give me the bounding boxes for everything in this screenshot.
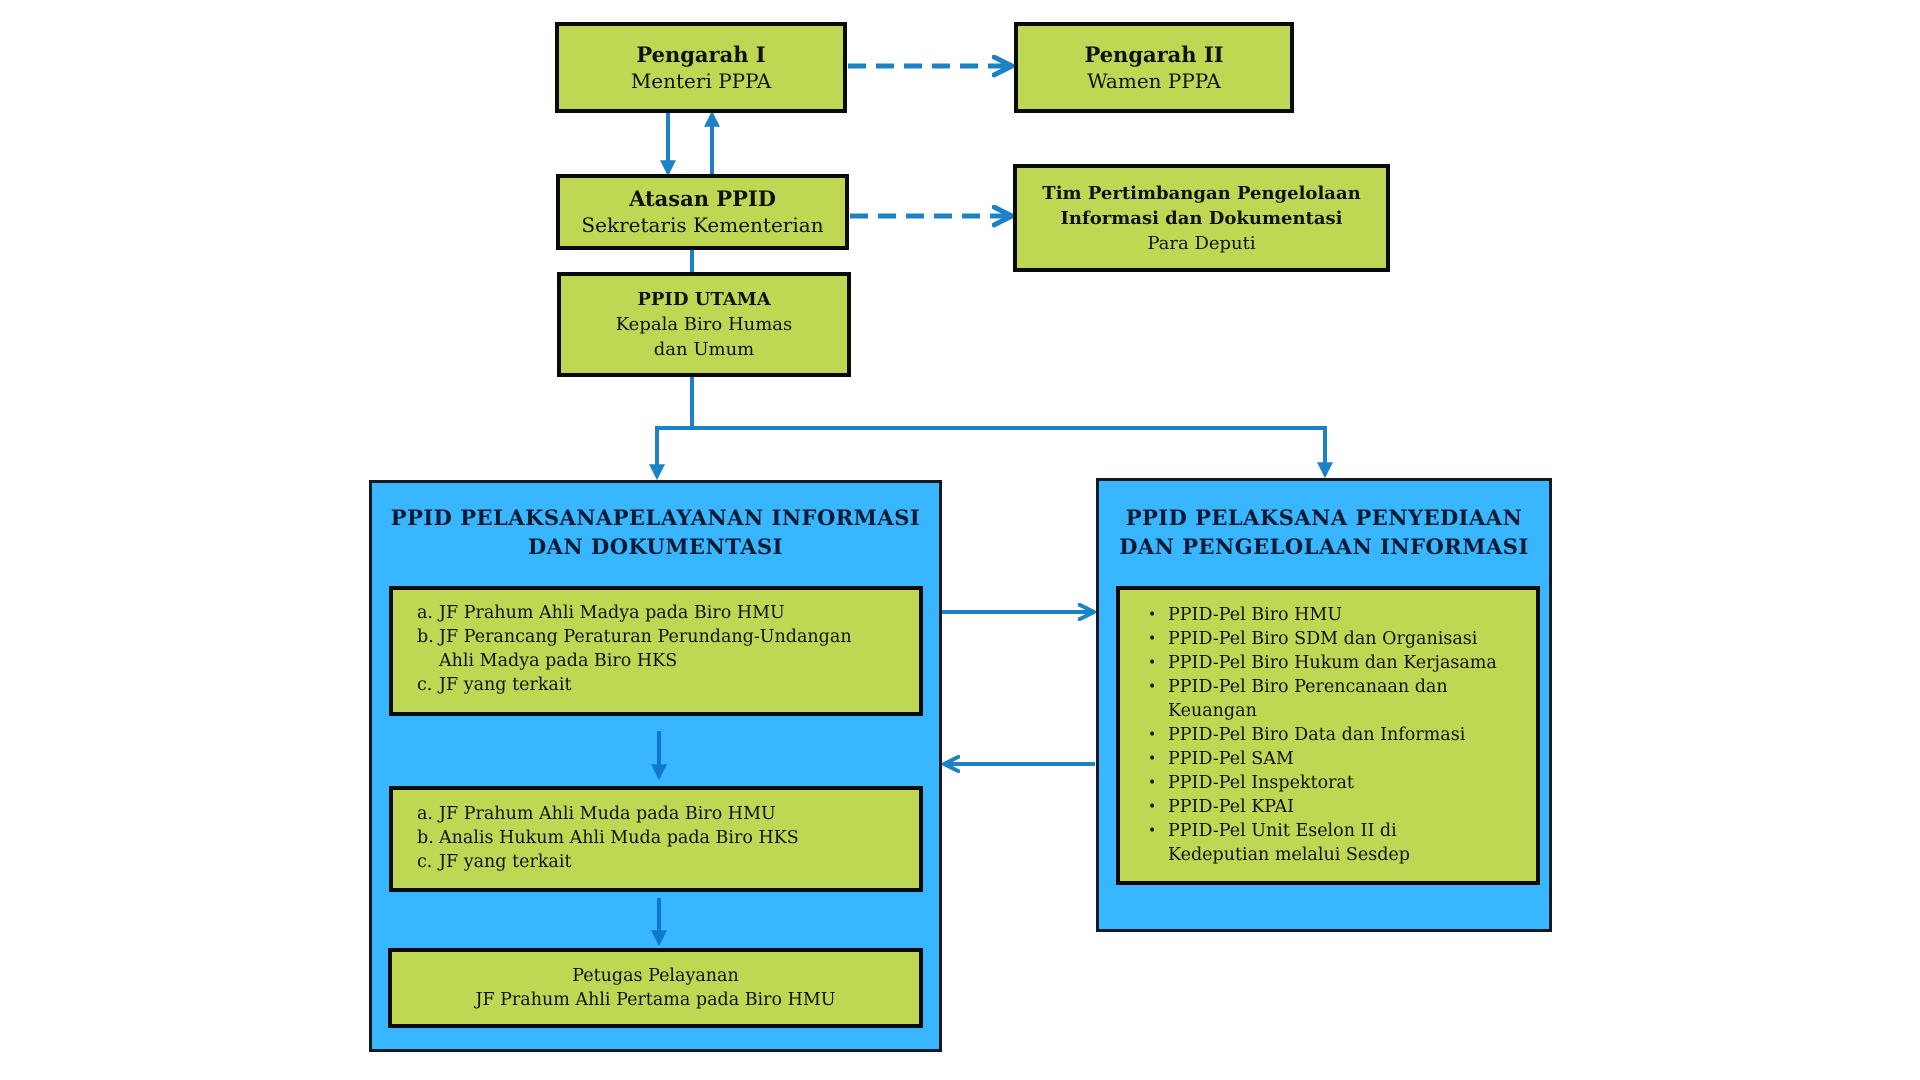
node-title: Pengarah I (636, 41, 766, 67)
node-subtitle: Wamen PPPA (1087, 68, 1221, 93)
list-item-text: PPID-Pel Biro SDM dan Organisasi (1168, 629, 1478, 649)
list-item-text: JF yang terkait (439, 675, 572, 695)
list-marker: a. (417, 603, 433, 623)
list-item: • PPID-Pel Biro Hukum dan Kerjasama (1142, 651, 1536, 675)
bullet-icon: • (1148, 655, 1157, 671)
list-item: b. JF Perancang Peraturan Perundang-Unda… (417, 625, 919, 673)
list-item-text: PPID-Pel Biro Hukum dan Kerjasama (1168, 653, 1497, 673)
list-item: a. JF Prahum Ahli Muda pada Biro HMU (417, 802, 919, 826)
list-item-text: PPID-Pel Inspektorat (1168, 773, 1354, 793)
bullet-icon: • (1148, 823, 1157, 839)
group-title-line2: DAN PENGELOLAAN INFORMASI (1119, 534, 1529, 559)
list-marker: c. (417, 852, 433, 872)
list-item-text-cont: Kedeputian melalui Sesdep (1168, 845, 1410, 865)
node-subtitle-line1: Kepala Biro Humas (615, 314, 793, 335)
node-atasan-ppid: Atasan PPID Sekretaris Kementerian (556, 174, 849, 250)
group-pelaksana-pelayanan: PPID PELAKSANAPELAYANAN INFORMASI DAN DO… (369, 480, 942, 1052)
list-item-text: PPID-Pel Biro Perencanaan dan (1168, 677, 1448, 697)
bullet-icon: • (1148, 775, 1157, 791)
list-item: • PPID-Pel KPAI (1142, 795, 1536, 819)
list-marker: b. (417, 828, 434, 848)
node-ppid-utama: PPID UTAMA Kepala Biro Humas dan Umum (557, 272, 851, 377)
list-item: • PPID-Pel SAM (1142, 747, 1536, 771)
node-tim-pertimbangan: Tim Pertimbangan Pengelolaan Informasi d… (1013, 164, 1390, 272)
group-title: PPID PELAKSANAPELAYANAN INFORMASI DAN DO… (372, 503, 939, 561)
list-marker: b. (417, 627, 434, 647)
group-title-line1: PPID PELAKSANA PENYEDIAAN (1125, 505, 1523, 530)
list-item-text: PPID-Pel Biro HMU (1168, 605, 1343, 625)
list-item-text: PPID-Pel KPAI (1168, 797, 1295, 817)
petugas-line1: Petugas Pelayanan (572, 966, 739, 986)
group-title: PPID PELAKSANA PENYEDIAAN DAN PENGELOLAA… (1099, 503, 1549, 561)
bullet-icon: • (1148, 679, 1157, 695)
list-item: c. JF yang terkait (417, 673, 919, 697)
list-item: c. JF yang terkait (417, 850, 919, 874)
list-item-text: JF yang terkait (439, 852, 572, 872)
list-item: • PPID-Pel Biro SDM dan Organisasi (1142, 627, 1536, 651)
node-subtitle: Sekretaris Kementerian (581, 213, 824, 237)
node-title: PPID UTAMA (637, 289, 771, 310)
list-item: b. Analis Hukum Ahli Muda pada Biro HKS (417, 826, 919, 850)
node-title: Atasan PPID (629, 186, 776, 211)
bullet-icon: • (1148, 799, 1157, 815)
list-item: • PPID-Pel Biro Data dan Informasi (1142, 723, 1536, 747)
bullet-icon: • (1148, 751, 1157, 767)
list-item: a. JF Prahum Ahli Madya pada Biro HMU (417, 601, 919, 625)
list-item-text: PPID-Pel Unit Eselon II di (1168, 821, 1397, 841)
bullet-icon: • (1148, 607, 1157, 623)
arrow-utama-to-left-group (649, 426, 692, 481)
list-item-text: Analis Hukum Ahli Muda pada Biro HKS (439, 828, 799, 848)
node-subtitle: Para Deputi (1147, 232, 1256, 254)
node-subtitle-line2: dan Umum (653, 339, 755, 360)
group-title-line2: DAN DOKUMENTASI (527, 534, 784, 559)
inner-box-muda: a. JF Prahum Ahli Muda pada Biro HMU b. … (389, 786, 923, 892)
node-title-line1: Tim Pertimbangan Pengelolaan (1042, 182, 1361, 204)
arrow-utama-to-right-group (690, 426, 1333, 479)
list-item-text: JF Perancang Peraturan Perundang-Undanga… (439, 627, 852, 647)
inner-box-madya: a. JF Prahum Ahli Madya pada Biro HMU b.… (389, 586, 923, 716)
inner-box-petugas: Petugas Pelayanan JF Prahum Ahli Pertama… (388, 948, 923, 1028)
node-subtitle: Menteri PPPA (630, 68, 772, 93)
group-title-line1: PPID PELAKSANAPELAYANAN INFORMASI (390, 505, 921, 530)
node-title: Pengarah II (1084, 41, 1224, 67)
list-item: • PPID-Pel Inspektorat (1142, 771, 1536, 795)
node-pengarah-2: Pengarah II Wamen PPPA (1014, 22, 1294, 113)
list-marker: c. (417, 675, 433, 695)
petugas-line2: JF Prahum Ahli Pertama pada Biro HMU (475, 990, 836, 1010)
list-item-text: PPID-Pel SAM (1168, 749, 1294, 769)
list-item-text: JF Prahum Ahli Madya pada Biro HMU (439, 603, 785, 623)
list-item-text: JF Prahum Ahli Muda pada Biro HMU (439, 804, 776, 824)
list-item-text-cont: Keuangan (1168, 701, 1257, 721)
list-item: • PPID-Pel Unit Eselon II di Kedeputian … (1142, 819, 1536, 867)
list-item-text: PPID-Pel Biro Data dan Informasi (1168, 725, 1466, 745)
list-item-text-cont: Ahli Madya pada Biro HKS (439, 651, 678, 671)
list-marker: a. (417, 804, 433, 824)
inner-box-ppid-pel-list: • PPID-Pel Biro HMU • PPID-Pel Biro SDM … (1116, 586, 1540, 885)
inner-connectors (651, 731, 667, 947)
bullet-icon: • (1148, 631, 1157, 647)
node-title-line2: Informasi dan Dokumentasi (1060, 207, 1343, 229)
node-pengarah-1: Pengarah I Menteri PPPA (555, 22, 847, 113)
group-pelaksana-penyediaan: PPID PELAKSANA PENYEDIAAN DAN PENGELOLAA… (1096, 478, 1552, 932)
list-item: • PPID-Pel Biro Perencanaan dan Keuangan (1142, 675, 1536, 723)
list-item: • PPID-Pel Biro HMU (1142, 603, 1536, 627)
bullet-icon: • (1148, 727, 1157, 743)
